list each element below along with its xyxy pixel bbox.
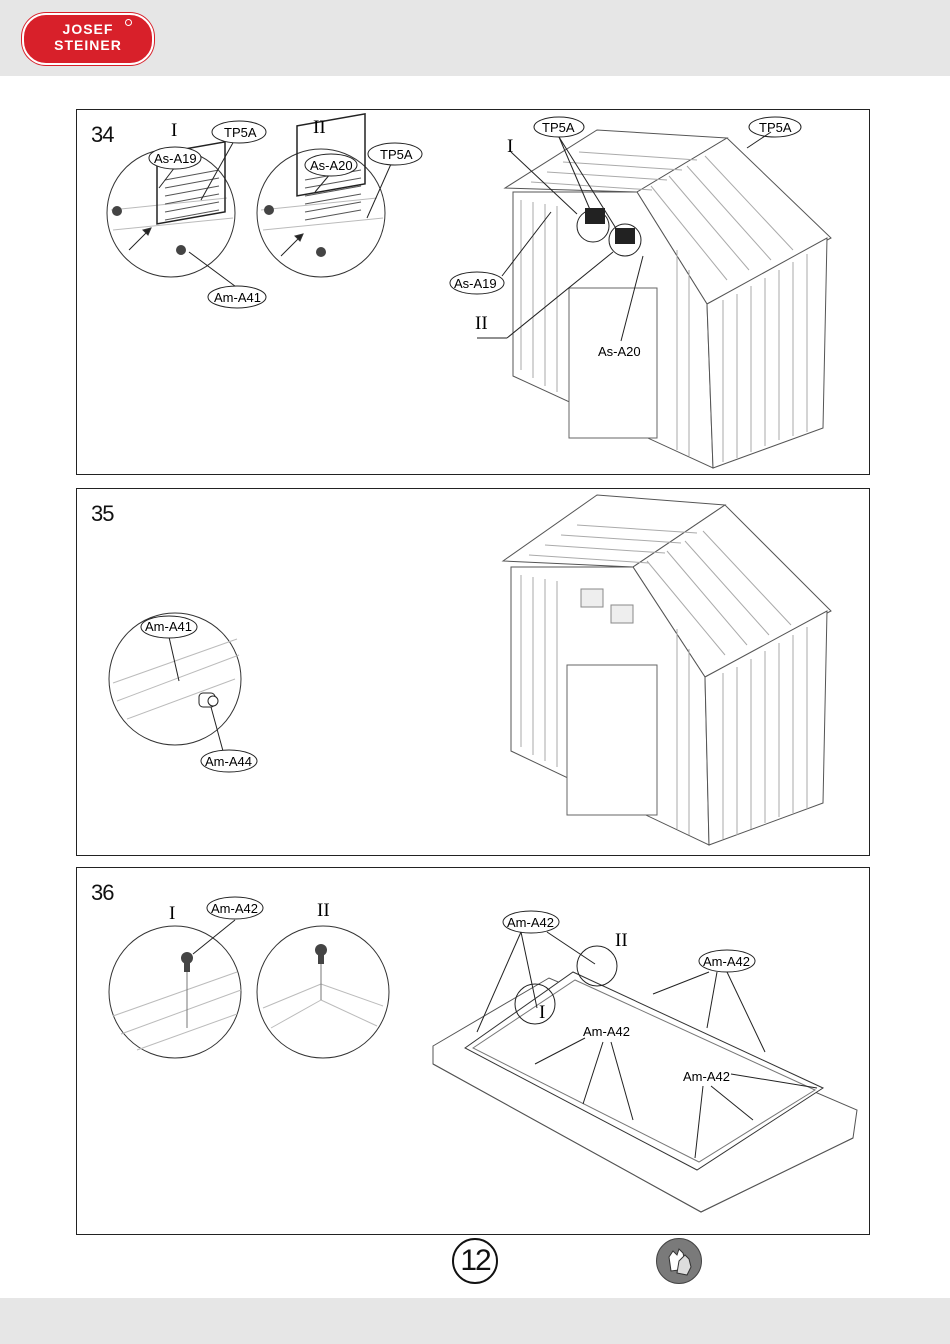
detail-label-2: II (313, 117, 326, 138)
brand-logo: JOSEF STEINER (22, 13, 154, 65)
step-36-panel: 36 I II Am-A42 (76, 867, 870, 1235)
main-label-2: II (475, 313, 488, 334)
brand-line-2: STEINER (24, 37, 152, 53)
detail-label-1: I (171, 120, 177, 141)
tag-am-a42-d: Am-A42 (683, 1069, 730, 1084)
step-36-illustration: I II Am-A42 II I Am-A42 Am-A42 Am-A42 Am… (77, 868, 869, 1234)
tag-as-a20-detail: As-A20 (310, 158, 353, 173)
shed-drawing (503, 495, 831, 845)
tag-tp5a-3: TP5A (542, 120, 575, 135)
main-label-2: II (615, 930, 628, 951)
detail-label-1: I (169, 903, 175, 924)
registered-mark-icon (125, 19, 132, 26)
step-35-panel: 35 Am-A41 Am-A44 (76, 488, 870, 856)
shed-drawing (505, 130, 831, 468)
detail-label-2: II (317, 900, 330, 921)
tag-am-a41: Am-A41 (214, 290, 261, 305)
tag-tp5a-2: TP5A (380, 147, 413, 162)
tag-tp5a-1: TP5A (224, 125, 257, 140)
tag-am-a42-a: Am-A42 (507, 915, 554, 930)
step-34-illustration: I II TP5A As-A19 TP5A As-A20 Am-A41 (77, 110, 869, 474)
detail-circle-1 (109, 926, 241, 1058)
tag-tp5a-4: TP5A (759, 120, 792, 135)
tag-as-a20-main: As-A20 (598, 344, 641, 359)
step-35-illustration: Am-A41 Am-A44 (77, 489, 869, 855)
tag-am-a44: Am-A44 (205, 754, 252, 769)
step-34-panel: 34 (76, 109, 870, 475)
footer-bar (0, 1298, 950, 1344)
header-bar: JOSEF STEINER (0, 0, 950, 76)
tag-am-a42-c: Am-A42 (583, 1024, 630, 1039)
tag-am-a42-detail: Am-A42 (211, 901, 258, 916)
tag-am-a42-b: Am-A42 (703, 954, 750, 969)
foundation-drawing (433, 972, 857, 1212)
main-label-1: I (507, 136, 513, 157)
main-label-1: I (539, 1002, 545, 1023)
brand-line-1: JOSEF (24, 21, 152, 37)
tag-as-a19-detail: As-A19 (154, 151, 197, 166)
tag-am-a41: Am-A41 (145, 619, 192, 634)
gloves-icon (656, 1238, 702, 1284)
page-number: 12 (452, 1238, 498, 1284)
tag-as-a19-main: As-A19 (454, 276, 497, 291)
gloves-icon-graphic (657, 1239, 701, 1283)
